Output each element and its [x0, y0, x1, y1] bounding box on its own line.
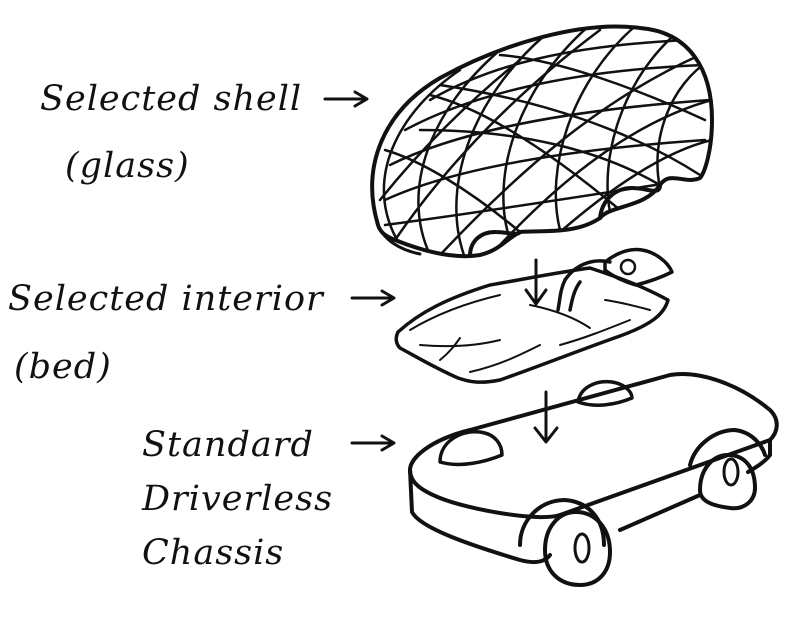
assembly-arrows: [524, 258, 559, 444]
shell-label-line2: (glass): [65, 146, 190, 186]
driverless-chassis: [408, 372, 779, 587]
glass-shell: [370, 24, 714, 259]
label-arrows: [323, 90, 396, 452]
chassis-label-line3: Chassis: [142, 533, 285, 573]
interior-label-line1: Selected interior: [8, 279, 324, 319]
chassis-label-line2: Driverless: [142, 479, 334, 519]
shell-label-line1: Selected shell: [40, 79, 303, 119]
bed-interior: [394, 247, 674, 384]
interior-label-line2: (bed): [14, 347, 112, 387]
chassis-label-line1: Standard: [142, 425, 314, 465]
